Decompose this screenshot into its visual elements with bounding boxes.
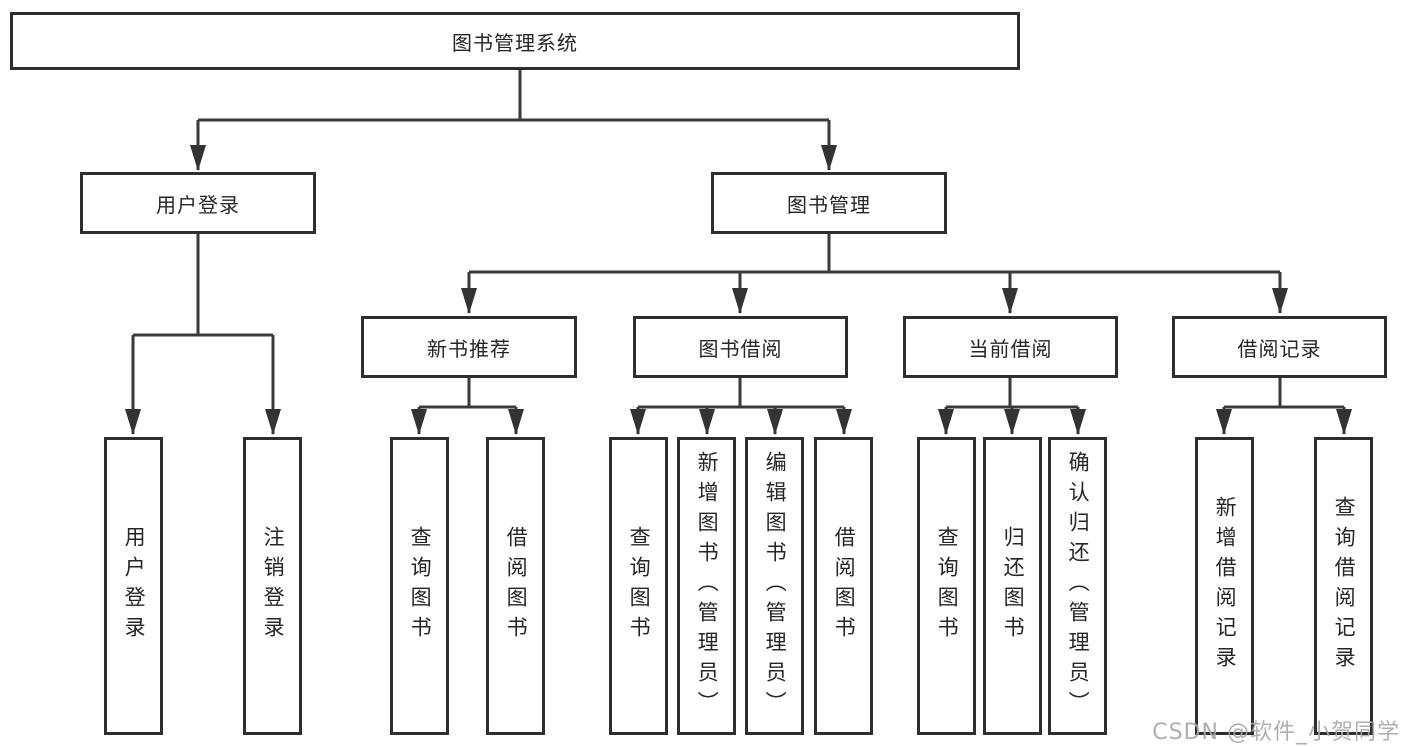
node-current-borrow-label: 当前借阅 (968, 336, 1053, 361)
leaf-borrow-books-recommend-label: 借阅图书 (504, 526, 529, 646)
leaf-query-borrow-record-label: 查询借阅记录 (1332, 496, 1357, 676)
connector-book-borrow-to-leaves (630, 378, 852, 435)
node-book-management-label: 图书管理 (787, 192, 871, 217)
connector-borrow-records-to-leaves (1216, 378, 1352, 435)
leaf-query-books-recommend-label: 查询图书 (408, 526, 433, 646)
leaf-query-books-recommend: 查询图书 (390, 437, 449, 735)
leaf-add-borrow-record: 新增借阅记录 (1195, 437, 1254, 735)
leaf-return-books: 归还图书 (983, 437, 1042, 735)
connector-new-book-recommend-to-leaves (411, 378, 524, 435)
leaf-add-book-admin: 新增图书（管理员） (677, 437, 736, 735)
leaf-borrow-books-borrow-label: 借阅图书 (832, 526, 857, 646)
connector-book-management-to-level3 (461, 234, 1288, 314)
leaf-query-books-borrow: 查询图书 (609, 437, 668, 735)
node-root-label: 图书管理系统 (452, 30, 578, 55)
leaf-edit-book-admin-label: 编辑图书（管理员） (763, 451, 788, 721)
csdn-watermark: CSDN @软件_小贺同学 (1152, 720, 1400, 745)
node-borrow-records-label: 借阅记录 (1237, 336, 1322, 361)
node-new-book-recommend-label: 新书推荐 (427, 336, 511, 361)
node-user-login-label: 用户登录 (156, 192, 240, 217)
node-book-borrow: 图书借阅 (633, 316, 848, 378)
leaf-user-login-label: 用户登录 (122, 526, 147, 646)
node-new-book-recommend: 新书推荐 (361, 316, 577, 378)
node-user-login: 用户登录 (80, 172, 316, 234)
node-book-management: 图书管理 (711, 172, 947, 234)
node-book-borrow-label: 图书借阅 (698, 336, 783, 361)
leaf-return-books-label: 归还图书 (1001, 526, 1026, 646)
leaf-borrow-books-recommend: 借阅图书 (486, 437, 545, 735)
leaf-confirm-return-admin-label: 确认归还（管理员） (1066, 451, 1091, 721)
leaf-add-borrow-record-label: 新增借阅记录 (1213, 496, 1238, 676)
node-borrow-records: 借阅记录 (1172, 316, 1387, 378)
connector-root-to-level2 (190, 70, 837, 171)
leaf-query-books-current: 查询图书 (917, 437, 976, 735)
leaf-query-borrow-record: 查询借阅记录 (1314, 437, 1373, 735)
leaf-add-book-admin-label: 新增图书（管理员） (695, 451, 720, 721)
leaf-borrow-books-borrow: 借阅图书 (814, 437, 873, 735)
leaf-query-books-current-label: 查询图书 (935, 526, 960, 646)
leaf-confirm-return-admin: 确认归还（管理员） (1048, 437, 1107, 735)
connector-user-login-to-leaves (125, 234, 281, 435)
connector-current-borrow-to-leaves (938, 378, 1086, 435)
leaf-query-books-borrow-label: 查询图书 (627, 526, 652, 646)
leaf-logout-label: 注销登录 (261, 526, 286, 646)
leaf-logout: 注销登录 (243, 437, 302, 735)
node-current-borrow: 当前借阅 (903, 316, 1118, 378)
leaf-edit-book-admin: 编辑图书（管理员） (745, 437, 804, 735)
leaf-user-login: 用户登录 (104, 437, 163, 735)
node-root: 图书管理系统 (10, 12, 1020, 70)
